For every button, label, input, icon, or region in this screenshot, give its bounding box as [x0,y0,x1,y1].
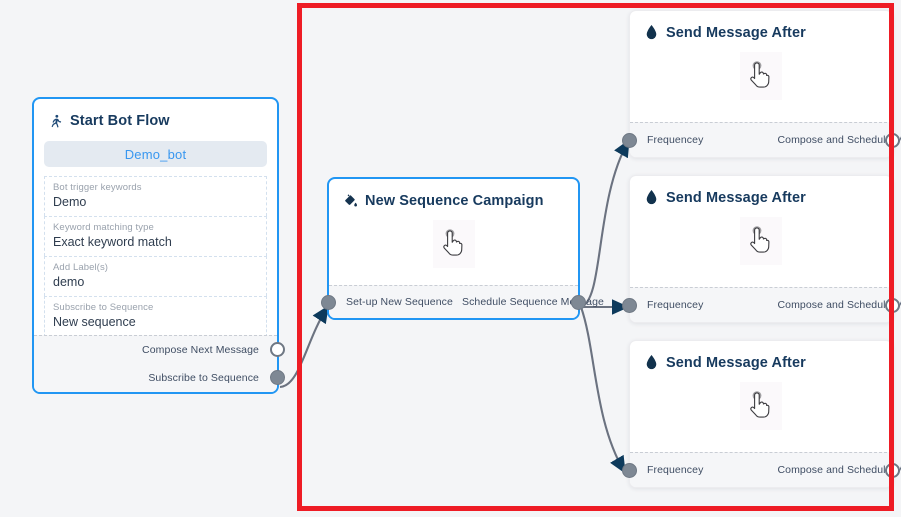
node-send-message-after-1[interactable]: Send Message After Frequencey Compose an… [622,10,901,158]
port-label-frequencey: Frequencey [647,464,704,476]
field-label: Keyword matching type [53,222,154,233]
port-label-frequencey: Frequencey [647,134,704,146]
edge-campaign-to-message-1 [580,139,630,309]
node-message-title-row: Send Message After [630,176,892,206]
field-keyword-matching-type[interactable]: Keyword matching type Exact keyword matc… [44,216,267,256]
port-frequencey[interactable] [622,463,637,478]
node-campaign-footer: Set-up New Sequence Schedule Sequence Me… [321,285,604,318]
node-message-body [630,373,892,439]
port-label-compose-and-schedule-message: Compose and Schedule Message [777,134,901,146]
field-label: Add Label(s) [53,262,109,273]
field-label: Bot trigger keywords [53,182,142,193]
bot-name-pill[interactable]: Demo_bot [44,141,267,167]
node-start-bot-flow[interactable]: Start Bot Flow Demo_bot Bot trigger keyw… [32,97,285,394]
node-send-message-after-3[interactable]: Send Message After Frequencey Compose an… [622,340,901,488]
field-value: demo [53,275,85,289]
node-start-footer: Compose Next Message Subscribe to Sequen… [34,335,285,392]
port-subscribe-to-sequence[interactable] [270,370,285,385]
port-row-compose-next-message[interactable]: Compose Next Message [34,336,285,364]
port-row-subscribe-to-sequence[interactable]: Subscribe to Sequence [34,364,285,392]
node-message-footer: Frequencey Compose and Schedule Message [622,122,901,157]
node-start-title: Start Bot Flow [70,112,170,129]
node-campaign-body [329,213,578,275]
droplet-icon [644,24,659,41]
port-frequencey[interactable] [622,298,637,313]
field-label: Subscribe to Sequence [53,302,154,313]
node-message-title: Send Message After [666,24,806,41]
field-bot-trigger-keywords[interactable]: Bot trigger keywords Demo [44,176,267,216]
hand-pointer-cursor-icon [740,217,782,265]
hand-pointer-cursor-icon [740,382,782,430]
paint-pour-icon [343,192,358,209]
hand-pointer-cursor-icon [740,52,782,100]
edge-start-to-campaign [279,305,329,389]
port-compose-and-schedule-message[interactable] [885,298,900,313]
node-message-title-row: Send Message After [630,11,892,41]
node-send-message-after-2[interactable]: Send Message After Frequencey Compose an… [622,175,901,323]
port-label: Compose Next Message [142,344,259,356]
port-label: Subscribe to Sequence [148,372,259,384]
running-person-icon [48,112,63,129]
node-message-body [630,208,892,274]
field-subscribe-to-sequence[interactable]: Subscribe to Sequence New sequence [44,296,267,337]
port-compose-and-schedule-message[interactable] [885,463,900,478]
port-label-frequencey: Frequencey [647,299,704,311]
port-set-up-new-sequence[interactable] [321,295,336,310]
node-start-title-row: Start Bot Flow [34,99,277,129]
node-message-footer: Frequencey Compose and Schedule Message [622,452,901,487]
port-label-compose-and-schedule-message: Compose and Schedule Message [777,299,901,311]
node-new-sequence-campaign[interactable]: New Sequence Campaign Set-up New Sequenc… [321,177,604,320]
port-frequencey[interactable] [622,133,637,148]
node-campaign-title-row: New Sequence Campaign [329,179,578,209]
field-value: Exact keyword match [53,235,172,249]
droplet-icon [644,354,659,371]
node-message-footer: Frequencey Compose and Schedule Message [622,287,901,322]
edge-campaign-to-message-3 [580,306,626,474]
field-value: Demo [53,195,87,209]
node-message-body [630,43,892,109]
port-compose-and-schedule-message[interactable] [885,133,900,148]
field-add-labels[interactable]: Add Label(s) demo [44,256,267,296]
port-label-set-up-new-sequence: Set-up New Sequence [346,296,453,308]
bot-config-fields: Bot trigger keywords Demo Keyword matchi… [44,176,267,337]
node-message-title: Send Message After [666,354,806,371]
node-message-title: Send Message After [666,189,806,206]
port-label-compose-and-schedule-message: Compose and Schedule Message [777,464,901,476]
port-schedule-sequence-message[interactable] [571,295,586,310]
field-value: New sequence [53,315,136,329]
hand-pointer-cursor-icon [432,220,475,268]
node-message-title-row: Send Message After [630,341,892,371]
node-campaign-title: New Sequence Campaign [365,192,544,209]
droplet-icon [644,189,659,206]
port-compose-next-message[interactable] [270,342,285,357]
port-label-schedule-sequence-message: Schedule Sequence Message [461,296,604,308]
